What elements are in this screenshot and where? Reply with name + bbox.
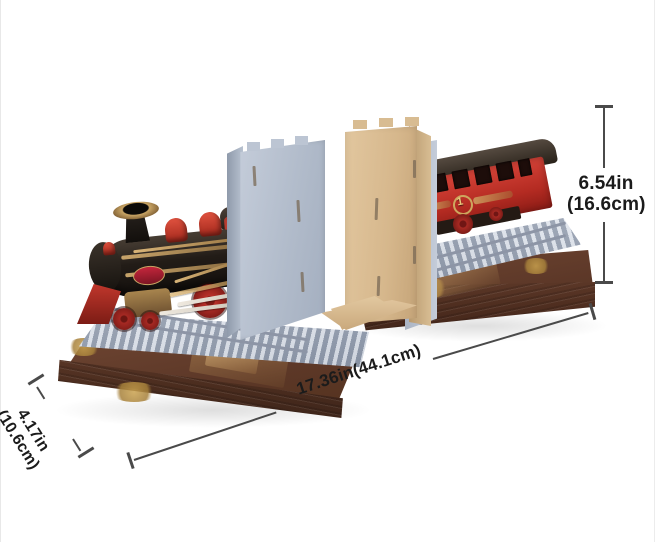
left-panel-tab-1	[247, 142, 260, 151]
height-tick-bottom	[595, 281, 613, 284]
left-panel-tab-3	[295, 136, 308, 145]
car-window-2	[451, 168, 471, 190]
car-window-4	[495, 160, 515, 182]
left-panel-tab-2	[271, 139, 284, 148]
right-base-ornament-1	[521, 258, 551, 274]
height-label-inches: 6.54in	[578, 173, 634, 194]
loco-smokestack-rim	[112, 199, 160, 222]
loco-whistle	[102, 241, 116, 256]
right-panel-tab-3	[405, 117, 419, 126]
height-line-upper	[603, 106, 605, 168]
bookend-panel-left	[240, 140, 325, 340]
loco-pilot-wheel-1	[113, 308, 135, 330]
height-label: 6.54in (16.6cm)	[567, 173, 646, 216]
right-panel-tab-2	[379, 118, 393, 127]
car-wheel-2	[489, 207, 503, 221]
loco-pilot-wheel-2	[141, 312, 159, 330]
bookend-panel-right	[345, 126, 417, 324]
car-window-3	[473, 164, 493, 186]
right-panel-slot-4	[413, 246, 416, 264]
loco-steam-dome-2	[197, 210, 223, 238]
height-line-lower	[603, 222, 605, 282]
left-panel-edge	[227, 146, 243, 338]
right-panel-slot-3	[413, 160, 416, 178]
passenger-car: 1	[413, 136, 563, 254]
height-tick-top	[595, 105, 613, 108]
left-base-ornament-2	[111, 382, 157, 402]
car-wheel-1	[453, 214, 473, 234]
right-panel-tab-1	[353, 120, 367, 129]
height-label-cm: (16.6cm)	[567, 194, 646, 216]
loco-steam-dome-1	[163, 216, 189, 244]
